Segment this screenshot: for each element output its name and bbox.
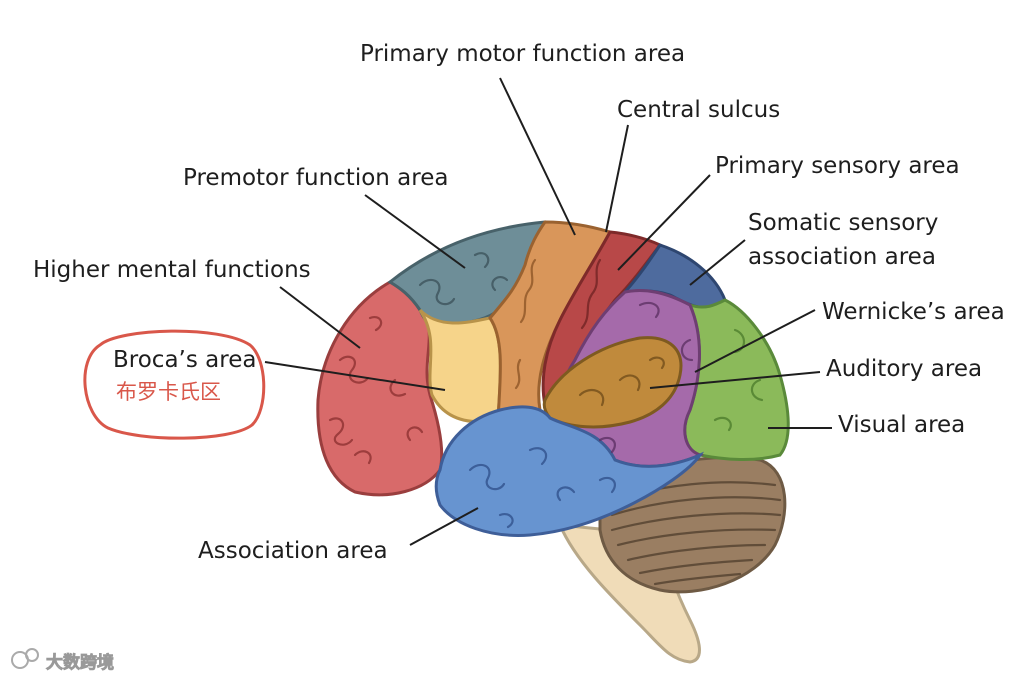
leader-lines [264,77,832,546]
label-wernicke: Wernicke’s area [822,299,1005,325]
brocas-leader [264,361,446,391]
central-sulcus-leader [605,124,629,233]
watermark-logo: 大数跨境 [11,648,114,673]
primary-sensory-leader [617,174,711,271]
label-association: Association area [198,538,388,564]
auditory-gyri [578,356,665,407]
broca-highlight-circle [83,329,266,440]
somatic-sensory-leader [689,239,746,286]
wernicke-gyri [598,301,694,454]
wernicke-leader [694,309,816,373]
label-higher-mental: Higher mental functions [33,257,311,283]
label-somatic-sensory-line1: Somatic sensory [748,210,938,236]
primary-motor-leader [499,77,576,236]
auditory-leader [649,371,821,389]
watermark-text: 大数跨境 [46,652,114,673]
label-visual: Visual area [838,412,965,438]
label-broca-chinese: 布罗卡氏区 [116,380,221,404]
premotor-leader [364,194,466,269]
label-primary-sensory: Primary sensory area [715,153,960,179]
sensory-gyri [580,258,602,330]
association-leader [409,507,479,546]
label-somatic-sensory-line2: association area [748,244,936,270]
association-area-region [434,405,705,537]
premotor-gyri [418,252,509,306]
label-primary-motor: Primary motor function area [360,41,685,67]
label-broca: Broca’s area [113,347,256,373]
association-gyri [468,447,616,529]
higher-mental-gyri [328,316,424,465]
motor-gyri [514,258,537,390]
label-premotor: Premotor function area [183,165,448,191]
label-central-sulcus: Central sulcus [617,97,780,123]
higher-mental-leader [279,286,361,349]
label-auditory: Auditory area [826,356,982,382]
